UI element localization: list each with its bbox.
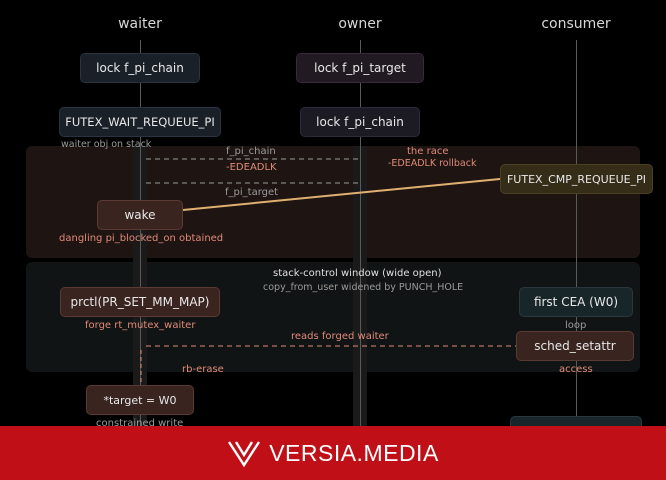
futex-wait-requeue-pi-box: FUTEX_WAIT_REQUEUE_PI	[59, 107, 221, 137]
race-line	[182, 178, 501, 211]
futex-cmp-requeue-pi-box: FUTEX_CMP_REQUEUE_PI	[500, 164, 653, 194]
lock-f-pi-chain-waiter-box: lock f_pi_chain	[80, 53, 200, 83]
owner-lifeline	[360, 40, 361, 426]
access-label: access	[559, 364, 593, 375]
dangling-note: dangling pi_blocked_on obtained	[59, 233, 224, 244]
window-subtitle: copy_from_user widened by PUNCH_HOLE	[263, 282, 464, 293]
rb-erase-label: rb-erase	[182, 364, 224, 375]
waiter-obj-note: waiter obj on stack	[61, 139, 152, 150]
lock-f-pi-target-box: lock f_pi_target	[296, 53, 424, 83]
edeadlk-rollback-label: -EDEADLK rollback	[388, 158, 477, 169]
prctl-box: prctl(PR_SET_MM_MAP)	[60, 287, 220, 317]
f-pi-target-label: f_pi_target	[225, 187, 279, 198]
lane-title-consumer: consumer	[541, 16, 611, 32]
forge-note: forge rt_mutex_waiter	[85, 320, 196, 331]
reads-forged-label: reads forged waiter	[291, 331, 389, 342]
watermark-banner: VERSIA.MEDIA	[0, 426, 666, 480]
target-w0-box: *target = W0	[86, 385, 194, 415]
edeadlk-label: -EDEADLK	[226, 162, 277, 173]
f-pi-chain-label: f_pi_chain	[226, 146, 276, 157]
the-race-label: the race	[407, 146, 449, 157]
lock-f-pi-chain-owner-box: lock f_pi_chain	[300, 107, 420, 137]
constrained-write-note: constrained write	[96, 418, 184, 429]
brand-name: VERSIA.MEDIA	[269, 439, 439, 466]
loop-note: loop	[565, 320, 587, 331]
lane-title-waiter: waiter	[118, 16, 162, 32]
consumer-lifeline	[576, 40, 577, 426]
window-title: stack-control window (wide open)	[273, 268, 442, 279]
lane-title-owner: owner	[338, 16, 382, 32]
sched-setattr-box: sched_setattr	[516, 331, 634, 361]
versia-logo-icon	[228, 441, 261, 468]
first-cea-box: first CEA (W0)	[519, 287, 633, 317]
wake-box: wake	[97, 200, 183, 230]
waiter-lifeline	[140, 40, 141, 426]
